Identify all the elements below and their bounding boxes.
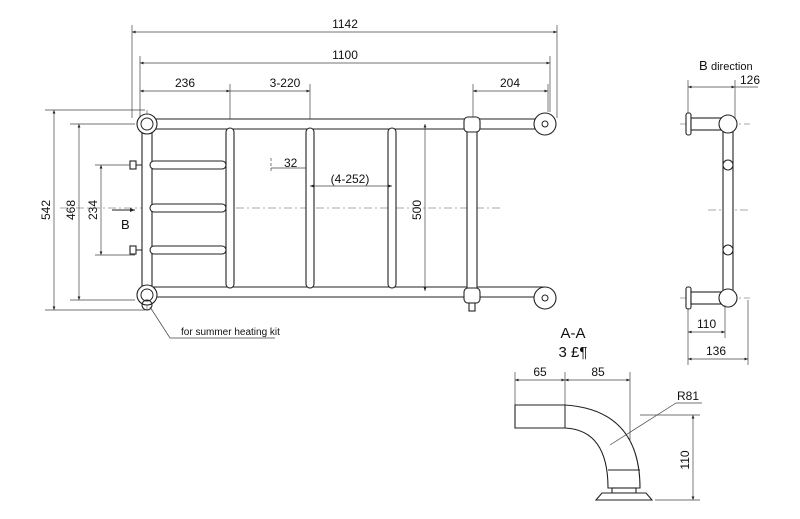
svg-text:(4-252): (4-252): [331, 172, 370, 186]
dim-204: 204: [473, 76, 548, 93]
dim-32: 32: [270, 156, 306, 172]
svg-text:1100: 1100: [332, 48, 358, 62]
svg-text:542: 542: [39, 200, 53, 220]
dim-85: 85: [565, 365, 630, 382]
svg-text:3-220: 3-220: [270, 76, 301, 90]
svg-text:A-A: A-A: [560, 325, 585, 342]
dim-65: 65: [515, 365, 565, 382]
svg-text:B: B: [699, 58, 708, 73]
svg-text:65: 65: [533, 365, 547, 379]
svg-text:136: 136: [706, 344, 726, 358]
dim-1142: 1142: [132, 17, 557, 34]
section-a-a: A-A 3 £¶ 65 85 R81 110: [514, 325, 702, 501]
svg-text:234: 234: [86, 200, 100, 220]
svg-text:126: 126: [740, 73, 760, 87]
dim-r81: R81: [609, 389, 702, 446]
front-view: 1142 1100 236 3-220 204 542: [39, 17, 558, 339]
svg-text:110: 110: [678, 450, 692, 469]
view-arrow-b: B: [112, 208, 135, 232]
svg-text:500: 500: [410, 200, 424, 220]
svg-text:32: 32: [284, 156, 298, 170]
dim-3-220: 3-220: [230, 76, 310, 93]
svg-text:204: 204: [500, 76, 520, 90]
dim-136: 136: [688, 344, 748, 361]
svg-text:1142: 1142: [332, 17, 358, 31]
dim-4-252: (4-252): [310, 172, 392, 188]
svg-text:for summer heating kit: for summer heating kit: [181, 327, 280, 338]
svg-text:direction: direction: [711, 61, 753, 73]
dim-542: 542: [39, 110, 56, 310]
dim-1100: 1100: [140, 48, 550, 65]
dim-468: 468: [64, 124, 81, 300]
dim-234: 234: [86, 165, 103, 255]
svg-text:3 £¶: 3 £¶: [559, 344, 588, 361]
svg-text:468: 468: [64, 200, 78, 220]
dim-126: 126: [688, 73, 760, 89]
dim-500: 500: [410, 124, 427, 291]
dim-236: 236: [140, 76, 230, 93]
svg-text:85: 85: [591, 365, 605, 379]
dim-110-section: 110: [678, 415, 695, 500]
svg-text:110: 110: [697, 317, 716, 331]
dim-110-side: 110: [688, 317, 725, 334]
svg-text:236: 236: [175, 76, 195, 90]
side-view: B direction 126 110 136: [680, 58, 760, 365]
svg-text:R81: R81: [677, 389, 699, 403]
summer-kit-note: for summer heating kit: [149, 306, 280, 339]
svg-text:B: B: [121, 217, 130, 232]
